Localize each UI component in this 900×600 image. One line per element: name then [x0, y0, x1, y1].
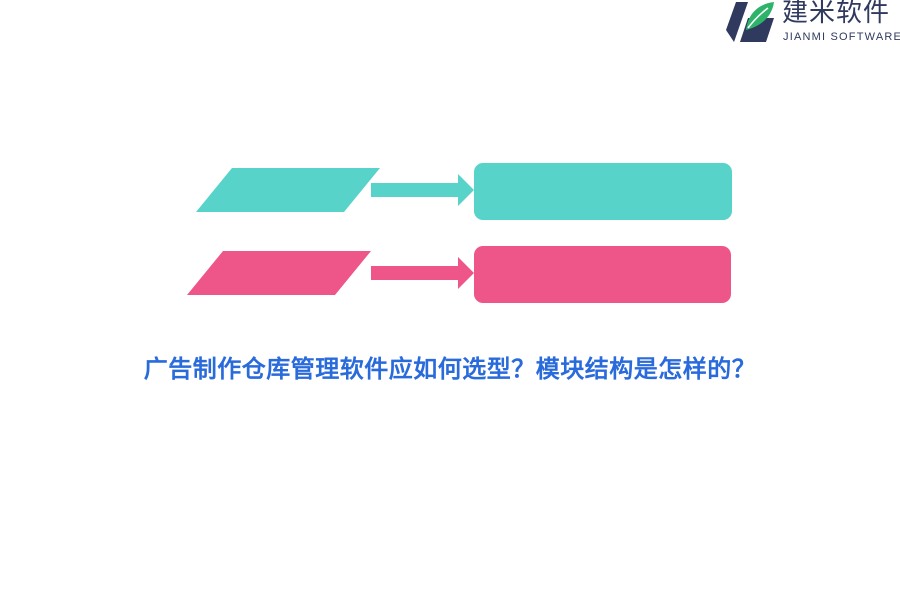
arrow-2	[371, 257, 474, 289]
jianmi-logo-icon	[726, 2, 774, 42]
arrow-1	[371, 174, 474, 206]
output-box-2	[474, 246, 731, 303]
input-parallelogram-1	[196, 168, 380, 212]
page-title: 广告制作仓库管理软件应如何选型？模块结构是怎样的？	[143, 355, 757, 383]
brand-logo: 建米软件 JIANMI SOFTWARE	[726, 0, 900, 46]
flow-diagram	[187, 163, 732, 303]
logo-name-cn: 建米软件	[782, 0, 891, 28]
logo-name-en: JIANMI SOFTWARE	[783, 31, 900, 43]
input-parallelogram-2	[187, 251, 371, 295]
output-box-1	[474, 163, 732, 220]
